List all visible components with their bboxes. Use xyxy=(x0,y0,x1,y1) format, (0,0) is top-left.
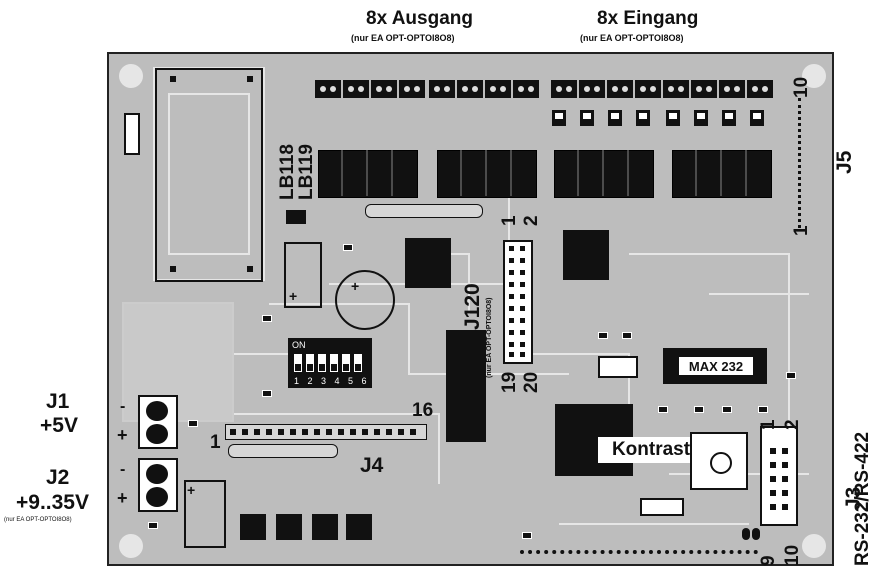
input-opto-block-1 xyxy=(554,150,654,198)
output-subtitle: (nur EA OPT-OPTOI8O8) xyxy=(351,33,455,43)
kontrast-potentiometer[interactable] xyxy=(690,432,748,490)
smd-chip xyxy=(312,514,338,540)
power-regulator-plus: + xyxy=(187,482,196,498)
smd-cap xyxy=(262,390,272,397)
j3-header[interactable] xyxy=(760,426,798,526)
j5-pin10-label: 10 xyxy=(791,76,812,98)
j3-pin10-label: 10 xyxy=(782,544,803,566)
dip-numbers: 1 2 3 4 5 6 xyxy=(294,376,370,386)
input-subtitle: (nur EA OPT-OPTOI8O8) xyxy=(580,33,684,43)
j120-header xyxy=(503,240,533,364)
regulator-outline xyxy=(284,242,322,308)
capacitor-plus: + xyxy=(351,278,360,294)
j1-minus: - xyxy=(120,398,126,415)
module-pad xyxy=(170,266,176,272)
small-header xyxy=(598,356,638,378)
input-opto-block-2 xyxy=(672,150,772,198)
j120-pin20-label: 20 xyxy=(521,371,542,393)
j4-pin16-label: 16 xyxy=(412,400,434,421)
smd-part xyxy=(786,372,796,379)
j5-label: J5 xyxy=(833,150,856,174)
smd-chip xyxy=(240,514,266,540)
power-regulator-outline xyxy=(184,480,226,548)
input-diodes xyxy=(550,108,770,132)
j3-marker xyxy=(742,528,750,540)
j3-pin2-label: 2 xyxy=(782,419,803,430)
j4-header[interactable] xyxy=(225,424,427,440)
module-pad xyxy=(247,266,253,272)
module-pad xyxy=(170,76,176,82)
kontrast-label: Kontrast xyxy=(598,437,704,463)
j2-voltage: +9..35V xyxy=(16,491,89,514)
j120-label: J120 xyxy=(461,283,484,330)
j1-label: J1 xyxy=(46,390,70,413)
potentiometer-knob[interactable] xyxy=(710,452,732,474)
j2-label: J2 xyxy=(46,466,70,489)
smd-part xyxy=(188,420,198,427)
max232-chip: MAX 232 xyxy=(663,348,767,384)
module-outline xyxy=(155,68,263,282)
max232-label: MAX 232 xyxy=(679,357,753,375)
smd-part xyxy=(694,406,704,413)
j1-plus: + xyxy=(117,425,128,445)
j120-pin1-label: 1 xyxy=(499,215,520,226)
j2-screw-2 xyxy=(146,487,168,507)
output-title: 8x Ausgang xyxy=(366,8,473,29)
solder-jumper xyxy=(286,210,306,224)
smd-part xyxy=(622,332,632,339)
j3-marker xyxy=(752,528,760,540)
j2-terminal[interactable] xyxy=(138,458,178,512)
dip-switch[interactable]: ON 1 2 3 4 5 6 xyxy=(288,338,372,388)
j120-subtitle: (nur EA OPT-OPTOI8O8) xyxy=(486,297,493,378)
j1-screw-1 xyxy=(146,401,168,421)
smd-cap xyxy=(262,315,272,322)
regulator-plus: + xyxy=(289,288,298,304)
module-pad xyxy=(247,76,253,82)
smd-part xyxy=(758,406,768,413)
smd-part xyxy=(522,532,532,539)
j1-voltage: +5V xyxy=(40,414,78,437)
smd-chip xyxy=(346,514,372,540)
j1-terminal[interactable] xyxy=(138,395,178,449)
output-opto-block-1 xyxy=(318,150,418,198)
smd-part xyxy=(148,522,158,529)
smd-cap xyxy=(343,244,353,251)
dip-on-label: ON xyxy=(292,340,306,350)
jumper-header xyxy=(124,113,140,155)
opto-dividers xyxy=(341,150,747,196)
electrolytic-capacitor xyxy=(335,270,395,330)
ic-chip-large xyxy=(446,330,486,442)
triple-jumper xyxy=(640,498,684,516)
input-title: 8x Eingang xyxy=(597,8,699,29)
output-opto-block-2 xyxy=(437,150,537,198)
smd-chip xyxy=(276,514,302,540)
resistor-array-2 xyxy=(228,444,338,458)
j3-pin1-label: 1 xyxy=(758,419,779,430)
j4-label: J4 xyxy=(360,454,384,477)
j120-pin2-label: 2 xyxy=(521,215,542,226)
j4-pin1-label: 1 xyxy=(210,432,221,453)
lb119-label: LB119 xyxy=(296,144,317,200)
j5-header xyxy=(798,98,811,228)
j2-minus: - xyxy=(120,461,126,478)
ic-chip-2 xyxy=(563,230,609,280)
j3-subtitle: RS-232/RS-422 xyxy=(852,431,873,566)
bottom-header xyxy=(520,550,758,558)
j5-pin1-label: 1 xyxy=(791,225,812,236)
j120-pin19-label: 19 xyxy=(499,371,520,393)
smd-part xyxy=(722,406,732,413)
smd-part xyxy=(598,332,608,339)
terminal-row xyxy=(315,80,775,100)
ic-chip-1 xyxy=(405,238,451,288)
j1-screw-2 xyxy=(146,424,168,444)
j2-screw-1 xyxy=(146,464,168,484)
smd-part xyxy=(658,406,668,413)
resistor-array xyxy=(365,204,483,218)
j2-plus: + xyxy=(117,488,128,508)
j3-pin9-label: 9 xyxy=(758,555,779,566)
j2-subtitle: (nur EA OPT-OPTOI8O8) xyxy=(4,517,72,523)
